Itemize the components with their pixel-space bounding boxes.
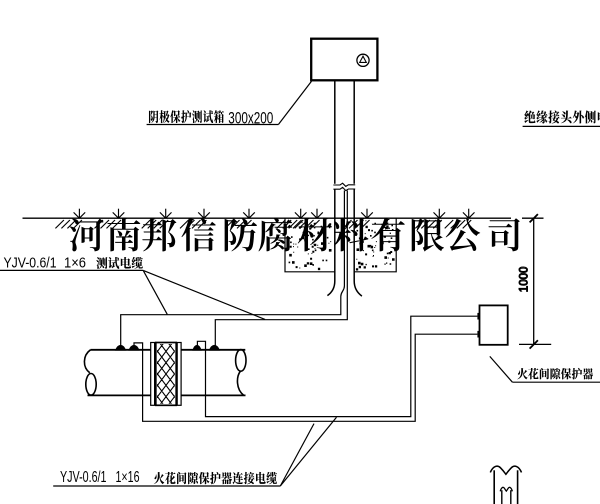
svg-text:1×6: 1×6 (64, 255, 86, 272)
svg-text:YJV-0.6/1: YJV-0.6/1 (60, 469, 107, 486)
svg-text:1000: 1000 (519, 267, 531, 293)
svg-text:YJV-0.6/1: YJV-0.6/1 (4, 255, 57, 272)
svg-text:1×16: 1×16 (116, 469, 140, 486)
svg-text:300x200: 300x200 (228, 108, 273, 127)
